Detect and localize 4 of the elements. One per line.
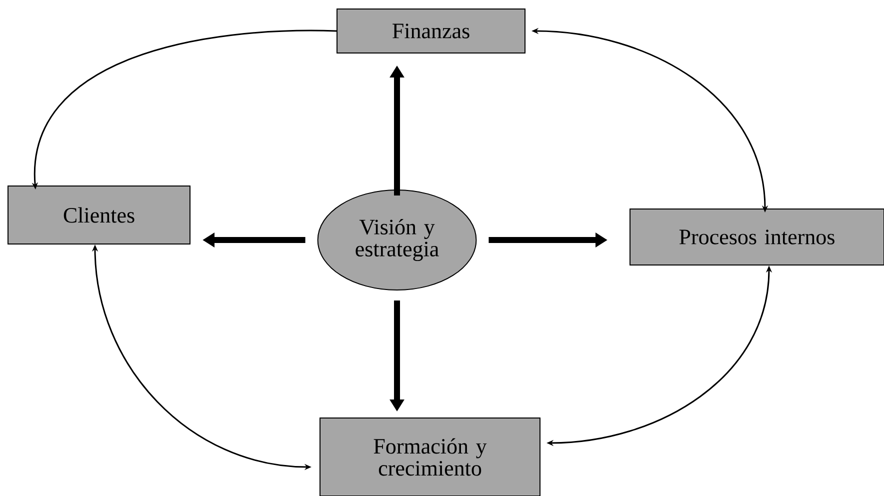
process-box: Formación y crecimiento	[320, 418, 540, 496]
process-box: Clientes	[8, 186, 190, 244]
process-box: Procesos internos	[630, 208, 884, 266]
process-box: Finanzas	[336, 8, 526, 54]
